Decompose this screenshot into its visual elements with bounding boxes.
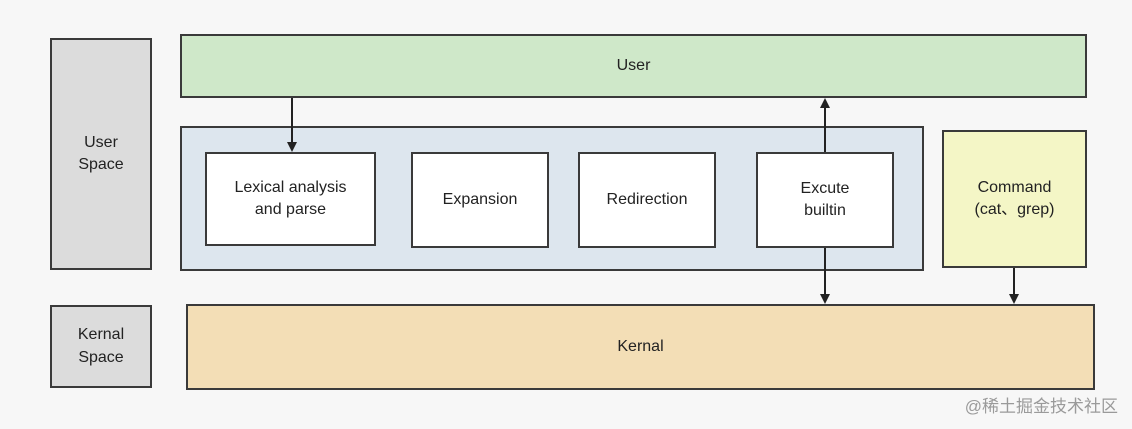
user-layer: User (180, 34, 1087, 98)
kernel-layer: Kernal (186, 304, 1095, 390)
stage-redirection: Redirection (578, 152, 716, 248)
stage-lexical-analysis: Lexical analysis and parse (205, 152, 376, 246)
command-box: Command (cat、grep) (942, 130, 1087, 268)
user-space-label: User Space (50, 38, 152, 270)
stage-execute-builtin: Excute builtin (756, 152, 894, 248)
watermark-text: @稀土掘金技术社区 (964, 397, 1118, 416)
kernel-space-label: Kernal Space (50, 305, 152, 388)
stage-expansion: Expansion (411, 152, 549, 248)
